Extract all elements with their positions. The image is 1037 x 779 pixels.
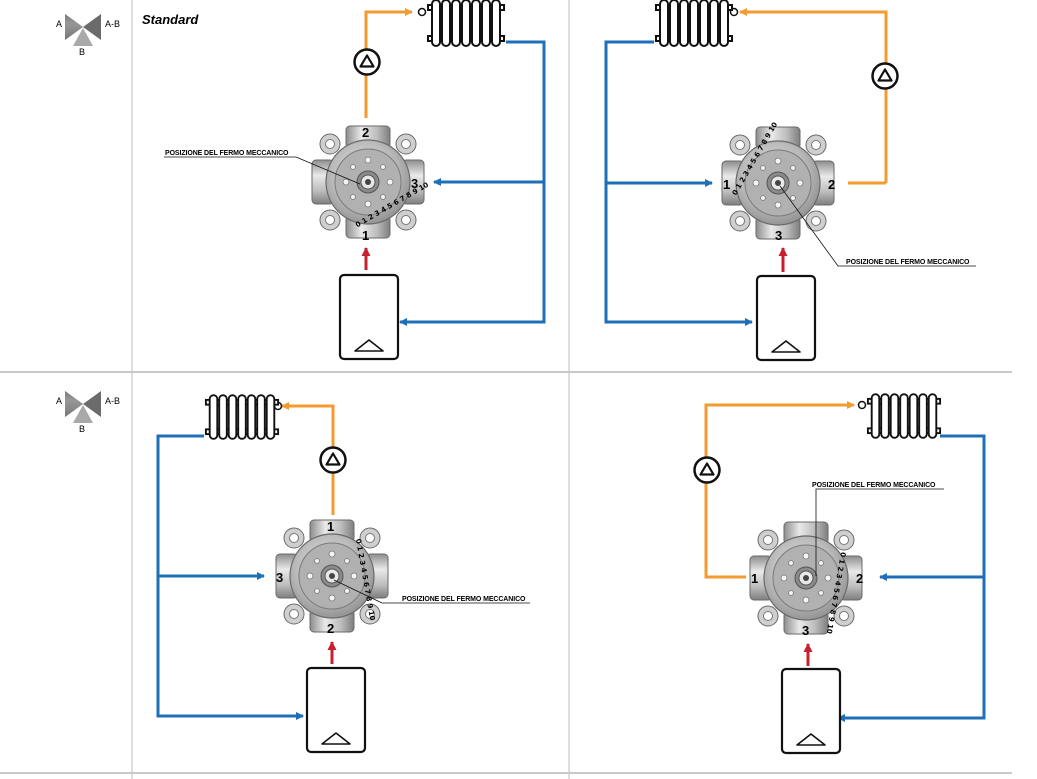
pump-icon — [353, 48, 381, 76]
hot-supply-pipe — [739, 8, 888, 183]
row2-legend: A A-B B — [56, 391, 120, 434]
boiler-icon — [780, 667, 842, 755]
callout-leader — [815, 488, 944, 576]
port-number-bottom: 2 — [327, 621, 334, 636]
diagram-bottom-left: 1 2 3 0 1 2 3 4 5 6 7 8 9 10 POSIZIONE D… — [156, 394, 530, 754]
row1-legend: A A-B B — [56, 14, 120, 57]
radiator-icon — [204, 394, 280, 440]
port-number-top: 1 — [327, 519, 334, 534]
radiator-valve-icon — [857, 400, 867, 410]
callout-label: POSIZIONE DEL FERMO MECCANICO — [165, 150, 289, 157]
port-number-side: 3 — [411, 176, 418, 191]
hot-supply-pipe — [704, 401, 855, 579]
pump-icon — [319, 446, 347, 474]
radiator-icon — [427, 0, 505, 47]
three-way-valve-symbol-icon — [65, 391, 101, 423]
port-number-left: 1 — [723, 177, 730, 192]
callout-leader — [295, 156, 361, 185]
port-number-right: 2 — [856, 571, 863, 586]
legend-port-a: A — [56, 396, 62, 406]
boiler-icon — [755, 274, 817, 362]
radiator-icon — [866, 393, 942, 439]
grid-dividers — [0, 0, 1012, 779]
boiler-icon — [305, 666, 367, 754]
diagram-bottom-right: 1 2 3 0 1 2 3 4 5 6 7 8 9 10 POSIZIONE D… — [693, 393, 986, 755]
legend-port-ab: A-B — [105, 19, 120, 29]
port-number-bottom: 3 — [775, 228, 782, 243]
callout-label: POSIZIONE DEL FERMO MECCANICO — [846, 259, 970, 266]
boiler-icon — [338, 273, 400, 361]
hot-supply-pipe — [281, 402, 335, 515]
callout-label: POSIZIONE DEL FERMO MECCANICO — [812, 482, 936, 489]
legend-port-ab: A-B — [105, 396, 120, 406]
section-title: Standard — [142, 12, 199, 27]
three-way-valve-symbol-icon — [65, 14, 101, 46]
diagram-top-right: 1 2 3 0 1 2 3 4 5 6 7 8 9 10 POSIZIONE D… — [604, 0, 976, 362]
hot-supply-pipe — [364, 8, 413, 118]
diagram-top-left: 2 1 3 0 1 2 3 4 5 6 7 8 9 10 POSIZIONE D… — [164, 0, 546, 361]
port-number-top: 2 — [362, 125, 369, 140]
port-number-bottom: 1 — [362, 228, 369, 243]
pump-icon — [871, 62, 899, 90]
callout-leader — [779, 185, 976, 267]
port-number-left: 1 — [751, 571, 758, 586]
legend-port-a: A — [56, 19, 62, 29]
port-number-bottom: 3 — [802, 623, 809, 638]
legend-port-b: B — [79, 424, 85, 434]
callout-leader — [333, 579, 530, 604]
callout-label: POSIZIONE DEL FERMO MECCANICO — [402, 596, 526, 603]
radiator-icon — [655, 0, 733, 47]
port-number-right: 2 — [828, 177, 835, 192]
port-number-side: 3 — [276, 570, 283, 585]
mixing-valve-icon — [749, 521, 863, 635]
legend-port-b: B — [79, 47, 85, 57]
radiator-valve-icon — [417, 7, 427, 17]
pump-icon — [693, 456, 721, 484]
